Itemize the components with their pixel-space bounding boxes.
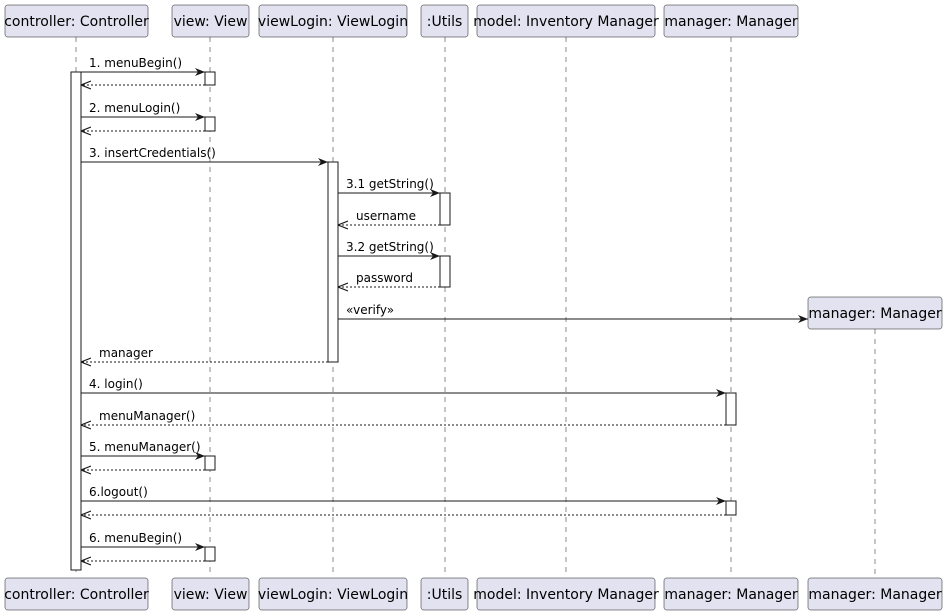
participant-model-top: model: Inventory Manager xyxy=(473,4,659,38)
participant-label: view: View xyxy=(174,587,248,603)
message-label-1-menubegin: 1. menuBegin() xyxy=(89,56,182,70)
participant-manager2-bottom: manager: Manager xyxy=(807,577,943,611)
activation-bar-viewLogin xyxy=(327,161,339,363)
participant-label: model: Inventory Manager xyxy=(473,587,659,603)
message-label-5-menumanager: 5. menuManager() xyxy=(89,440,201,454)
activation-bar-view xyxy=(204,546,216,562)
participant-manager-bottom: manager: Manager xyxy=(663,577,799,611)
participant-manager2-created: manager: Manager xyxy=(807,296,943,330)
activation-bar-utils xyxy=(439,255,451,288)
participant-viewLogin-top: viewLogin: ViewLogin xyxy=(258,4,408,38)
activation-bar-utils xyxy=(439,192,451,226)
activation-bar-view xyxy=(204,116,216,132)
participant-label: view: View xyxy=(174,14,248,30)
participant-manager-top: manager: Manager xyxy=(663,4,799,38)
participant-label: model: Inventory Manager xyxy=(473,14,659,30)
participant-label: manager: Manager xyxy=(664,14,797,30)
participant-model-bottom: model: Inventory Manager xyxy=(473,577,659,611)
activation-bar-view xyxy=(204,71,216,86)
message-label-3-1-getstring: 3.1 getString() xyxy=(346,177,434,191)
activation-bar-manager xyxy=(725,500,737,516)
message-label-4-login: 4. login() xyxy=(89,377,143,391)
message-label-manager: manager xyxy=(99,346,153,360)
participant-controller-bottom: controller: Controller xyxy=(4,577,149,611)
activation-bar-controller xyxy=(70,71,82,571)
message-label-6-menubegin: 6. menuBegin() xyxy=(89,531,182,545)
activation-bar-manager xyxy=(725,392,737,426)
participant-label: controller: Controller xyxy=(4,14,149,30)
message-label-username: username xyxy=(356,209,416,223)
participant-label: :Utils xyxy=(427,587,463,603)
participant-view-top: view: View xyxy=(171,4,250,38)
participant-label: viewLogin: ViewLogin xyxy=(258,587,408,603)
activation-bar-view xyxy=(204,455,216,471)
message-label-3-2-getstring: 3.2 getString() xyxy=(346,240,434,254)
participant-viewLogin-bottom: viewLogin: ViewLogin xyxy=(258,577,408,611)
participant-utils-bottom: :Utils xyxy=(420,577,469,611)
message-label-3-insertcredentials: 3. insertCredentials() xyxy=(89,146,216,160)
message-label-6-logout: 6.logout() xyxy=(89,485,148,499)
participant-label: manager: Manager xyxy=(664,587,797,603)
message-label-password: password xyxy=(356,271,413,285)
message-label-2-menulogin: 2. menuLogin() xyxy=(89,101,180,115)
participant-label: :Utils xyxy=(427,14,463,30)
participant-controller-top: controller: Controller xyxy=(4,4,149,38)
participant-utils-top: :Utils xyxy=(420,4,469,38)
message-label-verify: «verify» xyxy=(346,303,394,317)
participant-label: manager: Manager xyxy=(808,306,941,322)
participant-view-bottom: view: View xyxy=(171,577,250,611)
participant-label: manager: Manager xyxy=(808,587,941,603)
participant-label: viewLogin: ViewLogin xyxy=(258,14,408,30)
participant-label: controller: Controller xyxy=(4,587,149,603)
message-label-menumanager: menuManager() xyxy=(99,409,195,423)
